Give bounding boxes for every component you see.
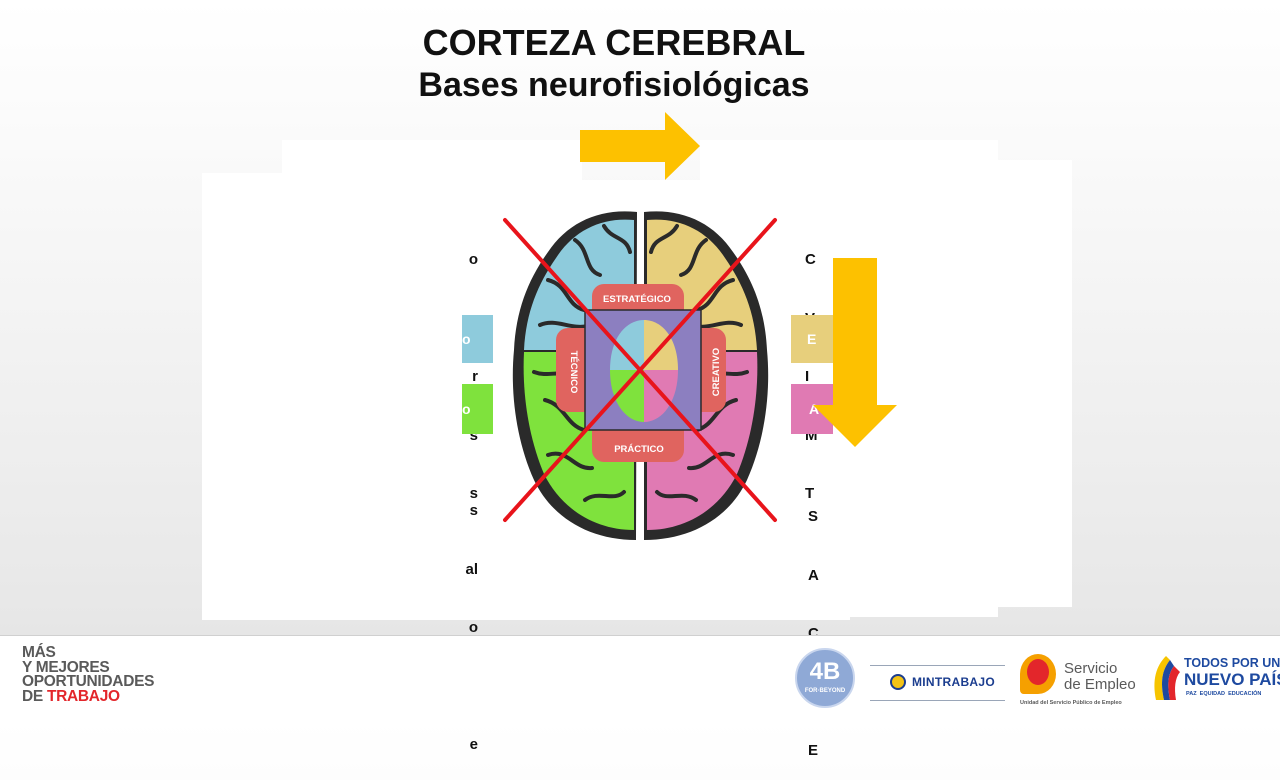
servicio-line2: de Empleo: [1064, 676, 1136, 693]
brain-diagram: ESTRATÉGICO PRÁCTICO TÉCNICO CREATIVO: [503, 112, 897, 540]
quadrant-label-strategic: ESTRATÉGICO: [603, 294, 671, 305]
servicio-empleo-e-icon: [1020, 654, 1056, 694]
slide-title-line2: Bases neurofisiológicas: [418, 66, 810, 104]
quadrant-label-creative: CREATIVO: [711, 348, 722, 396]
quadrant-label-practical: PRÁCTICO: [614, 444, 664, 455]
image-panel-right: [840, 160, 1072, 607]
cropped-chip-left-blue: o: [462, 315, 493, 363]
slide-title-line1: CORTEZA CEREBRAL: [422, 22, 806, 63]
logo-4b-main: 4B: [809, 658, 841, 685]
colombia-seal-icon: [890, 674, 906, 690]
footer-slogan: MÁS Y MEJORES OPORTUNIDADES DE TRABAJO: [22, 644, 155, 705]
servicio-line1: Servicio: [1064, 660, 1118, 677]
logo-mintrabajo: MINTRABAJO: [870, 665, 1005, 701]
footer-bar: [0, 636, 1280, 720]
quadrant-label-technical: TÉCNICO: [568, 351, 579, 394]
arrow-down-icon: [813, 258, 897, 447]
servicio-sub: Unidad del Servicio Público de Empleo: [1020, 700, 1122, 706]
todos-line2: NUEVO PAÍS: [1184, 670, 1280, 689]
colombia-flag-wave-icon: [1154, 656, 1180, 700]
logo-4b-sub: FOR·BEYOND: [804, 688, 846, 694]
center-oval: [610, 320, 678, 422]
todos-sub: PAZ EQUIDAD EDUCACIÓN: [1186, 691, 1262, 697]
logo-todos-por-un-nuevo-pais: TODOS POR UN NUEVO PAÍS PAZ EQUIDAD EDUC…: [1150, 652, 1280, 710]
arrow-right-icon: [580, 112, 700, 180]
cropped-chip-right-yellow: E: [791, 315, 833, 363]
logo-servicio-empleo: Servicio de Empleo Unidad del Servicio P…: [1018, 652, 1143, 710]
image-panel-left: [202, 173, 467, 620]
cropped-chip-left-green: o: [462, 384, 493, 434]
logo-4b: 4B FOR·BEYOND: [795, 648, 855, 708]
red-cross-out: [503, 218, 777, 522]
footer-divider: [0, 635, 1280, 636]
todos-line1: TODOS POR UN: [1184, 656, 1280, 670]
logo-mintrabajo-text: MINTRABAJO: [912, 675, 995, 689]
